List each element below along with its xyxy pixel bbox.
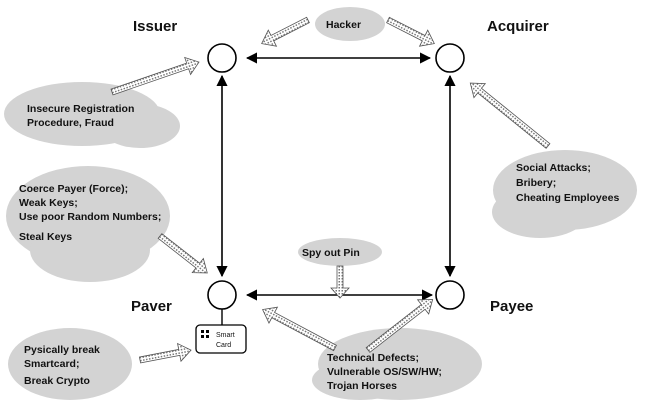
cloud-spy — [298, 238, 382, 266]
threat-coerce-2: Weak Keys; — [19, 197, 78, 209]
payer-label: Paver — [131, 298, 172, 315]
threat-coerce-1: Coerce Payer (Force); — [19, 183, 128, 195]
threat-arrow-registration-issuer — [110, 56, 200, 96]
threat-coerce-3: Use poor Random Numbers; — [19, 211, 161, 223]
threat-social-1: Social Attacks; — [516, 162, 591, 174]
cloud-coerce — [6, 166, 170, 282]
smartcard-label-2: Card — [216, 342, 231, 349]
threat-hacker: Hacker — [326, 19, 361, 31]
threat-social-2: Bribery; — [516, 177, 556, 189]
threat-physical-1: Pysically break — [24, 344, 100, 356]
cloud-registration — [4, 82, 180, 148]
threat-arrow-hacker-issuer — [261, 16, 310, 47]
threat-arrow-technical-payer — [262, 306, 337, 352]
acquirer-node — [435, 43, 465, 73]
cloud-technical — [312, 328, 482, 400]
issuer-label: Issuer — [133, 18, 177, 35]
threat-social-3: Cheating Employees — [516, 192, 619, 204]
threat-arrow-social-acquirer — [469, 82, 551, 149]
threat-arrow-technical-payee — [365, 299, 434, 353]
payer-node — [207, 280, 237, 310]
issuer-node — [207, 43, 237, 73]
threat-spy: Spy out Pin — [302, 247, 360, 259]
threat-technical-3: Trojan Horses — [327, 380, 397, 392]
payee-node — [435, 280, 465, 310]
cloud-hacker — [315, 7, 385, 41]
threat-technical-2: Vulnerable OS/SW/HW; — [327, 366, 442, 378]
acquirer-label: Acquirer — [487, 18, 549, 35]
payee-label: Payee — [490, 298, 533, 315]
smartcard-label-1: Smart — [216, 332, 235, 339]
threat-arrow-spy-line — [330, 265, 350, 299]
threat-technical-1: Technical Defects; — [327, 352, 419, 364]
threat-physical-2: Smartcard; — [24, 358, 79, 370]
threat-physical-3: Break Crypto — [24, 375, 90, 387]
threat-arrow-physical-card — [138, 342, 192, 364]
threat-arrow-coerce-payer — [157, 233, 208, 274]
threat-arrow-hacker-acquirer — [386, 16, 435, 47]
threat-registration-1: Insecure Registration — [27, 103, 134, 115]
cloud-physical — [8, 328, 132, 400]
cloud-social — [492, 150, 637, 238]
threat-registration-2: Procedure, Fraud — [27, 117, 114, 129]
chip-icon — [201, 330, 209, 338]
smartcard: Smart Card — [195, 324, 247, 354]
threat-coerce-4: Steal Keys — [19, 231, 72, 243]
